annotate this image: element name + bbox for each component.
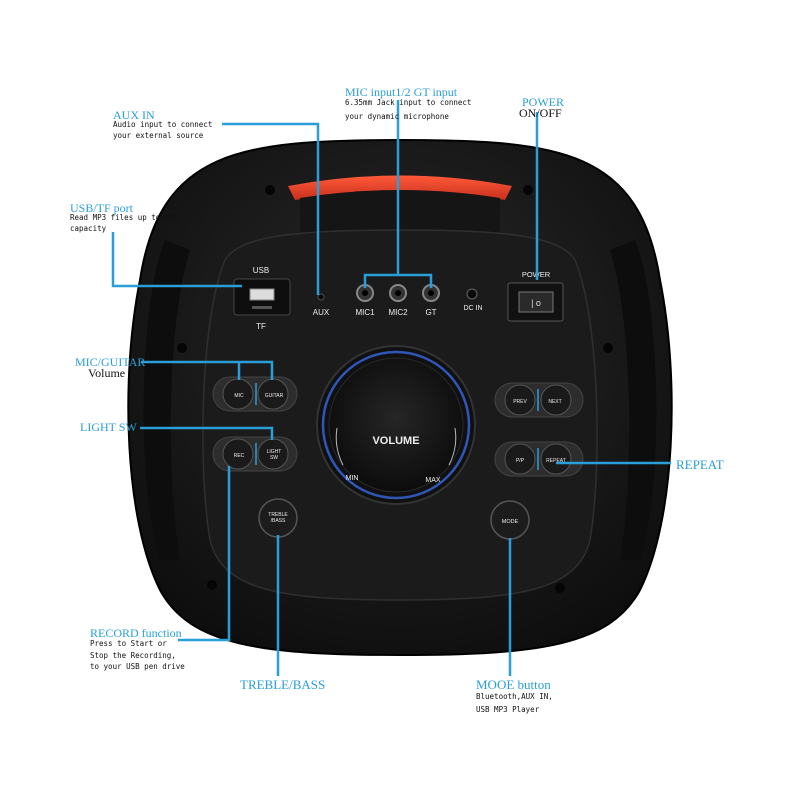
- record-desc-3: to your USB pen drive: [90, 662, 185, 671]
- mic1-label: MIC1: [355, 308, 375, 317]
- record-title: RECORD function: [90, 626, 182, 640]
- aux-in-desc-1: Audio input to connect: [113, 120, 213, 129]
- power-rocker-mark: | o: [531, 298, 541, 308]
- light-button-label-2: SW: [270, 455, 278, 461]
- usb-tf-title: USB/TF port: [70, 201, 134, 215]
- mode-button-label: MODE: [502, 519, 519, 525]
- mode-desc-2: USB MP3 Player: [476, 705, 540, 714]
- light-sw-title: LIGHT SW: [80, 420, 137, 434]
- record-desc-1: Press to Start or: [90, 639, 167, 648]
- aux-in-desc-2: your external source: [113, 131, 204, 140]
- callout-light-sw: [140, 426, 274, 440]
- power-rocker[interactable]: [518, 291, 554, 313]
- screw: [207, 580, 217, 590]
- callout-lines: [111, 100, 671, 676]
- usb-tf-desc-1: Read MP3 files up to 32G: [70, 213, 179, 222]
- prev-button-label: PREV: [513, 399, 527, 405]
- guitar-button-label: GUITAR: [265, 393, 284, 399]
- mic2-label: MIC2: [388, 308, 408, 317]
- gt-label: GT: [425, 308, 436, 317]
- treble-button-label-2: /BASS: [271, 518, 286, 524]
- mode-title: MOOE button: [476, 677, 551, 692]
- screw: [523, 185, 533, 195]
- usb-tf-desc-2: capacity: [70, 224, 107, 233]
- callout-usb-tf: [111, 232, 242, 288]
- gt-jack-hole: [428, 290, 434, 296]
- dc-in-jack[interactable]: [466, 288, 478, 300]
- record-desc-2: Stop the Recording,: [90, 651, 176, 660]
- mic1-jack-hole: [362, 290, 368, 296]
- mic2-jack-hole: [395, 290, 401, 296]
- callout-mic-guitar: [141, 360, 274, 380]
- callout-record: [178, 466, 231, 642]
- right-bumper: [610, 240, 657, 560]
- left-bumper: [143, 240, 190, 560]
- volume-label: VOLUME: [372, 435, 419, 447]
- rec-button-label: REC: [234, 453, 245, 459]
- aux-jack[interactable]: [317, 293, 325, 301]
- mic-input-desc-2: your dynamic microphone: [345, 112, 449, 121]
- repeat-button-label: REPEAT: [546, 458, 566, 464]
- screw: [265, 185, 275, 195]
- callout-aux-in: [222, 122, 320, 295]
- mic-guitar-sub: Volume: [88, 366, 126, 380]
- treble-button-label-1: TREBLE: [268, 512, 288, 518]
- dc-in-label: DC IN: [463, 305, 482, 312]
- handle-red: [288, 175, 512, 200]
- volume-knob[interactable]: [328, 357, 464, 493]
- power-sub: ON/OFF: [519, 106, 562, 120]
- next-button-label: NEXT: [548, 399, 561, 405]
- tf-label: TF: [256, 322, 266, 331]
- screw: [603, 343, 613, 353]
- callout-mic-bracket: [363, 273, 433, 288]
- aux-in-title: AUX IN: [113, 108, 155, 122]
- pp-button-label: P/P: [516, 458, 525, 464]
- play-pause-button[interactable]: [504, 443, 536, 475]
- screw: [555, 583, 565, 593]
- mic-button-label: MIC: [234, 393, 244, 399]
- mode-desc-1: Bluetooth,AUX IN,: [476, 692, 553, 701]
- aux-label: AUX: [313, 308, 330, 317]
- mic-input-desc-1: 6.35mm Jack input to connect: [345, 98, 472, 107]
- tf-slot[interactable]: [252, 306, 272, 309]
- treble-bass-title: TREBLE/BASS: [240, 677, 326, 692]
- mic-input-title: MIC input1/2 GT input: [345, 85, 458, 99]
- power-title: POWER: [522, 95, 564, 109]
- light-button-label-1: LIGHT: [267, 449, 282, 455]
- rec-button[interactable]: [222, 438, 254, 470]
- repeat-button[interactable]: [540, 443, 572, 475]
- screw: [177, 343, 187, 353]
- repeat-title: REPEAT: [676, 457, 724, 472]
- prev-button[interactable]: [504, 384, 536, 416]
- next-button[interactable]: [540, 384, 572, 416]
- volume-max-label: MAX: [425, 477, 441, 484]
- usb-label: USB: [253, 266, 269, 275]
- volume-min-label: MIN: [346, 475, 359, 482]
- usb-slot[interactable]: [249, 288, 275, 301]
- mic-guitar-title: MIC/GUITAR: [75, 355, 146, 369]
- volume-ring-light: [321, 350, 471, 500]
- volume-scale-arc: [448, 427, 457, 466]
- volume-scale-arc: [335, 427, 344, 466]
